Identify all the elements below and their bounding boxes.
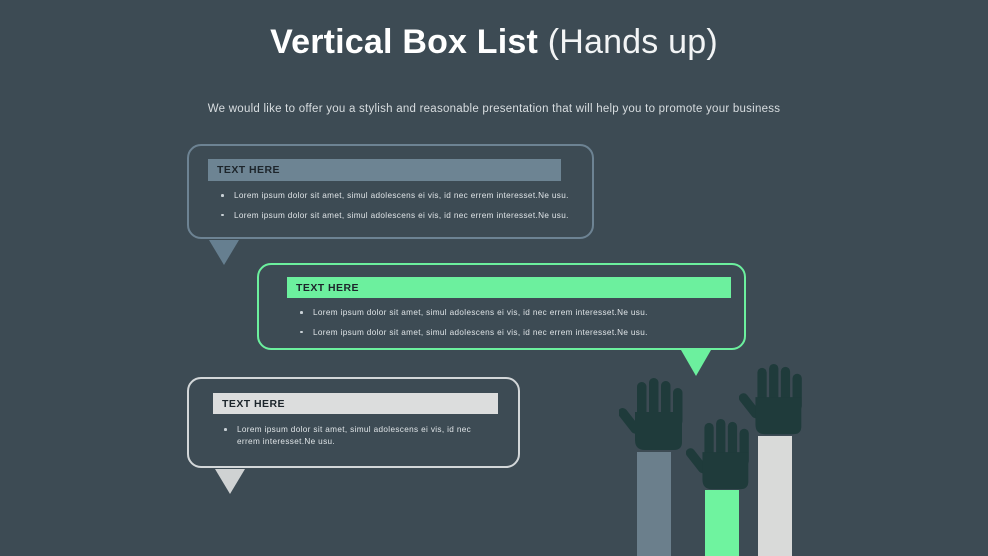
list-item: Lorem ipsum dolor sit amet, simul adoles… [218,190,578,202]
callout-box-2[interactable]: TEXT HERE Lorem ipsum dolor sit amet, si… [257,263,746,350]
sleeve-right [758,436,792,556]
list-item: Lorem ipsum dolor sit amet, simul adoles… [297,327,727,339]
sleeve-left [637,452,671,556]
list-item: Lorem ipsum dolor sit amet, simul adoles… [221,424,491,447]
page-title: Vertical Box List (Hands up) [0,20,988,64]
page-title-main: Vertical Box List [270,23,548,61]
callout-header-2: TEXT HERE [287,277,731,298]
page-subtitle: We would like to offer you a stylish and… [207,103,781,115]
page-title-sub: (Hands up) [547,23,718,61]
hands-up-illustration [600,360,830,556]
callout-bullets-1: Lorem ipsum dolor sit amet, simul adoles… [218,190,578,229]
hand-left-icon [619,378,683,450]
callout-header-1: TEXT HERE [208,159,561,181]
callout-bullets-3: Lorem ipsum dolor sit amet, simul adoles… [221,424,491,455]
callout-header-3: TEXT HERE [213,393,498,414]
callout-box-3[interactable]: TEXT HERE Lorem ipsum dolor sit amet, si… [187,377,520,468]
callout-box-1[interactable]: TEXT HERE Lorem ipsum dolor sit amet, si… [187,144,594,239]
hand-right-icon [739,363,802,435]
sleeve-middle [705,490,739,556]
callout-tail-3 [215,469,245,494]
callout-tail-2 [681,350,711,376]
hand-middle-icon [686,418,749,490]
list-item: Lorem ipsum dolor sit amet, simul adoles… [218,210,578,222]
callout-tail-1 [209,240,239,265]
list-item: Lorem ipsum dolor sit amet, simul adoles… [297,307,727,319]
callout-bullets-2: Lorem ipsum dolor sit amet, simul adoles… [297,307,727,346]
